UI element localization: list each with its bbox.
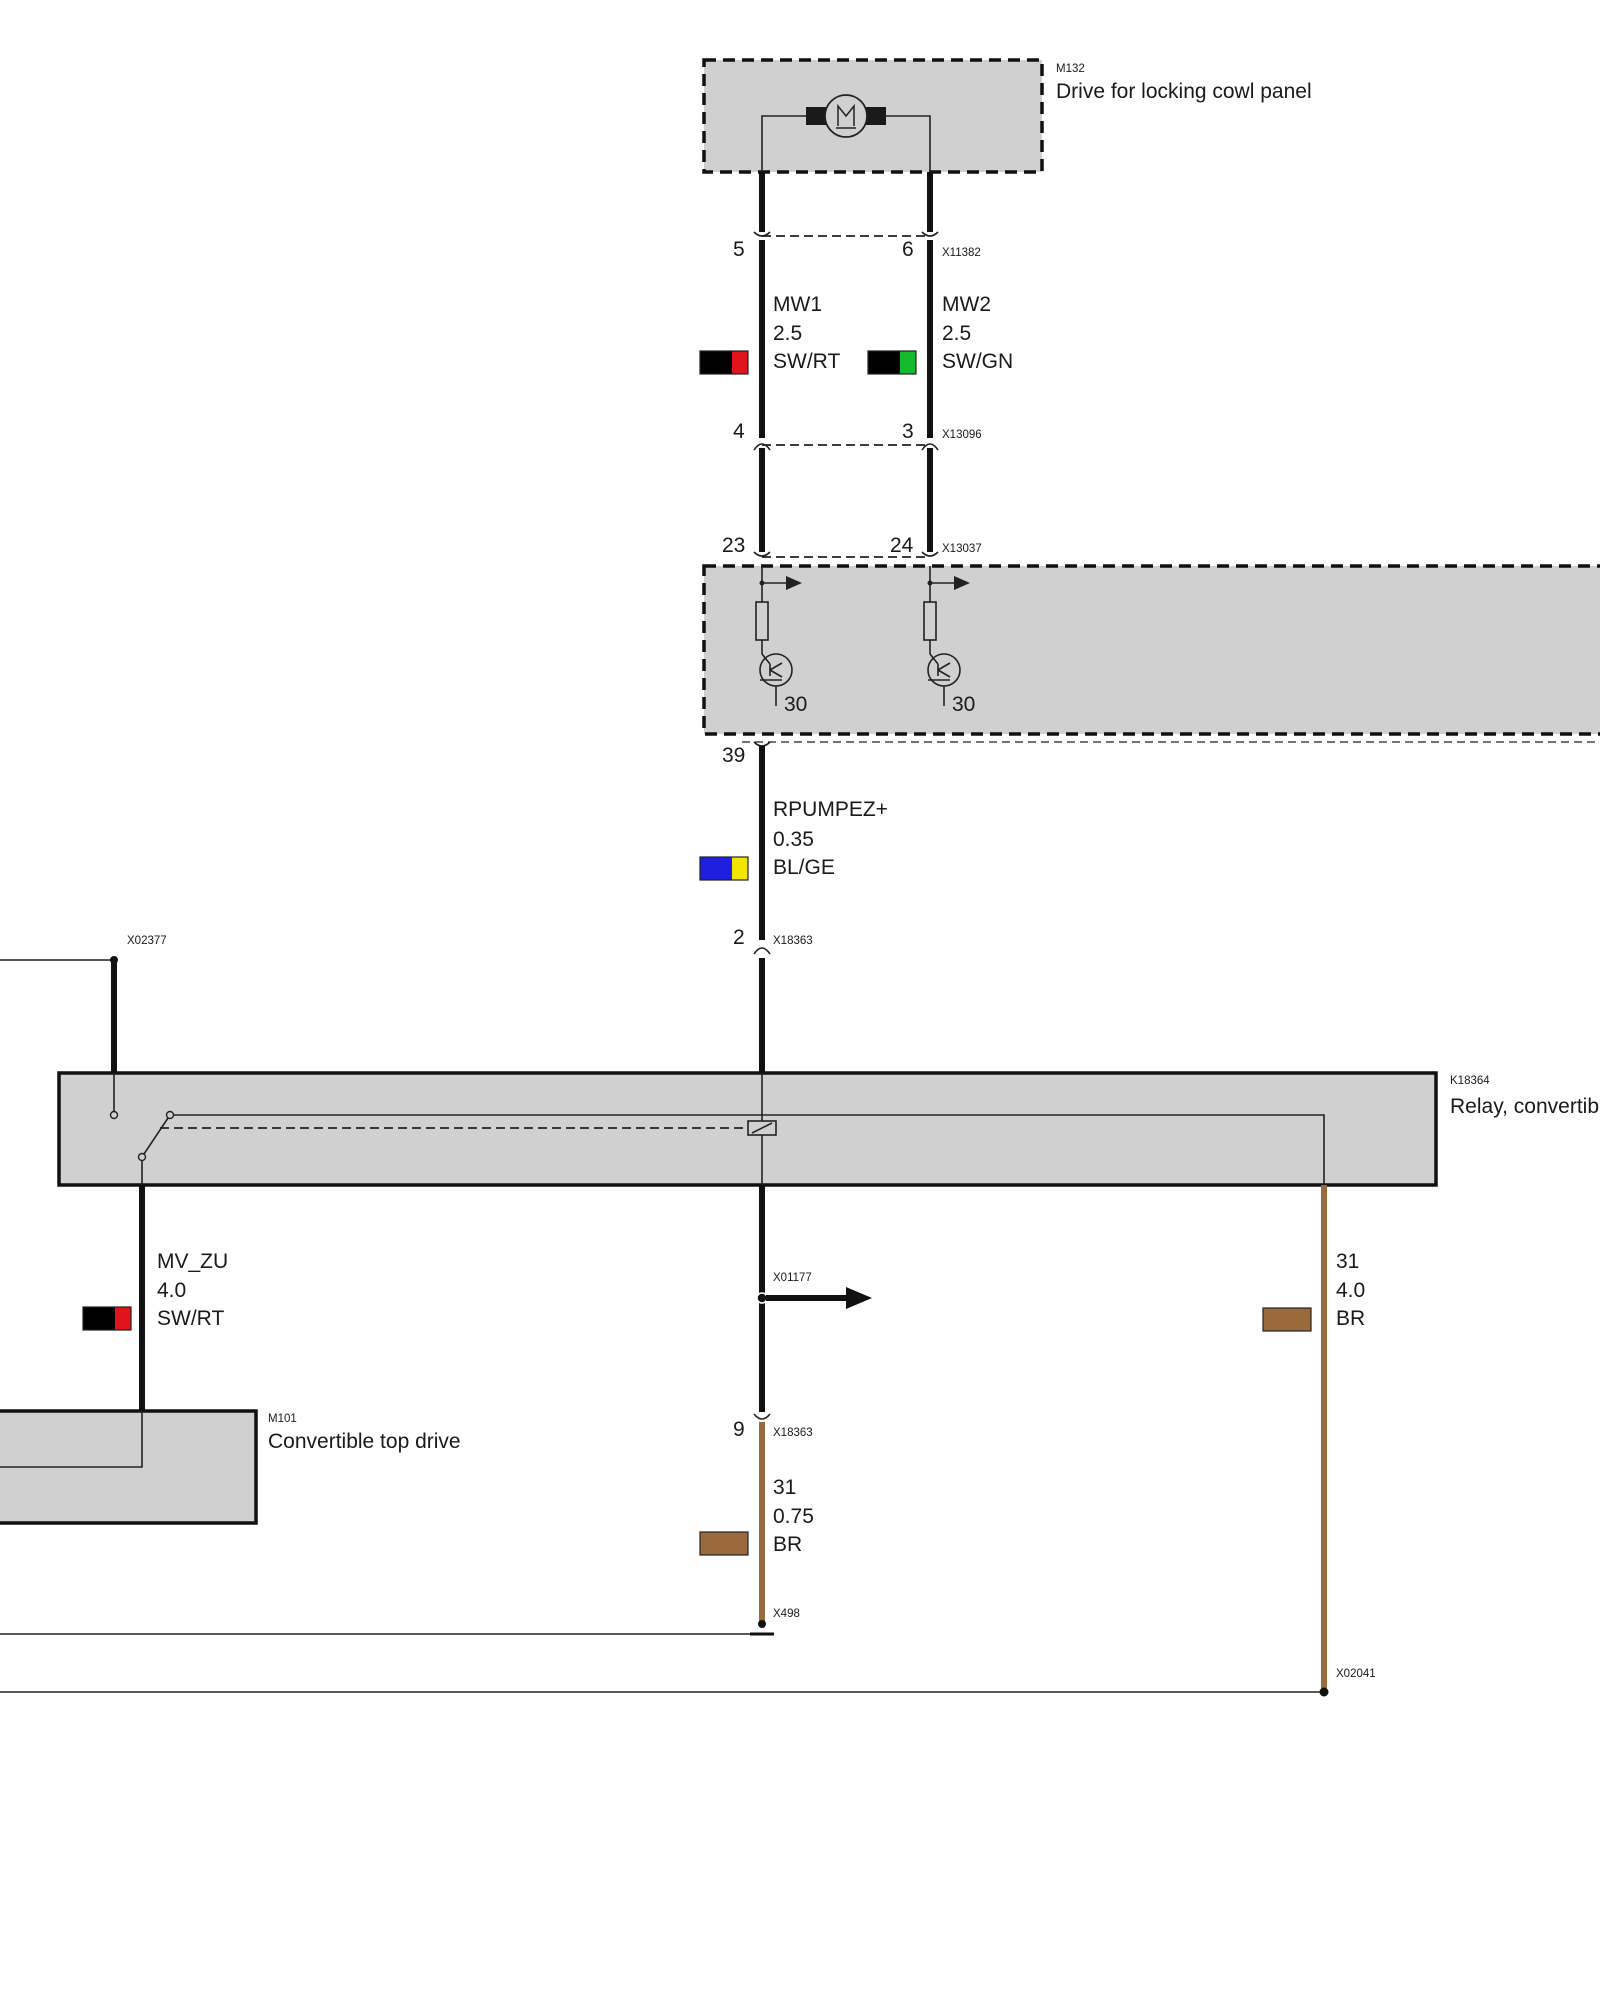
- x01177-id: X01177: [773, 1272, 812, 1284]
- relay-coil-icon: [747, 1073, 777, 1185]
- ecu-terminal-left: 30: [784, 693, 807, 716]
- color-swatch-ground-right: [1262, 1307, 1312, 1332]
- connector-x498[interactable]: [0, 1620, 774, 1636]
- connector-x02041[interactable]: [0, 1687, 1329, 1697]
- control-unit[interactable]: [702, 564, 1600, 743]
- connector-x01177[interactable]: [756, 1287, 872, 1309]
- x02377-id: X02377: [127, 935, 167, 947]
- x11382-id: X11382: [942, 247, 981, 259]
- motor-icon: [806, 94, 886, 138]
- ground-mid-gauge: 0.75: [773, 1505, 814, 1528]
- m101-id: M101: [268, 1413, 297, 1425]
- output-stage-right: [923, 566, 970, 706]
- ecu-pin-39-label: 39: [722, 744, 745, 767]
- color-swatch-ground-mid: [699, 1531, 749, 1556]
- color-swatch-mv-zu: [82, 1306, 132, 1331]
- switch-icon: [109, 1073, 1325, 1185]
- color-swatch-mw1: [699, 350, 749, 375]
- x13096-id: X13096: [942, 429, 982, 441]
- ground-right-gauge: 4.0: [1336, 1279, 1365, 1302]
- x18363-top-id: X18363: [773, 935, 813, 947]
- ecu-terminal-right: 30: [952, 693, 975, 716]
- ground-mid-signal: 31: [773, 1476, 796, 1499]
- resistor-icon: [923, 601, 937, 641]
- k18364-id: K18364: [1450, 1075, 1490, 1087]
- m101-name: Convertible top drive: [268, 1430, 461, 1453]
- connector-x13096[interactable]: [753, 443, 939, 451]
- transistor-icon: [759, 653, 793, 706]
- color-swatch-rpumpez: [699, 856, 749, 881]
- ground-right-signal: 31: [1336, 1250, 1359, 1273]
- x13037-id: X13037: [942, 543, 982, 555]
- mv-zu-color-code: SW/RT: [157, 1307, 224, 1330]
- connector-x18363-pin2[interactable]: [753, 947, 771, 955]
- x11382-pin-left: 5: [733, 238, 745, 261]
- rpumpez-color-code: BL/GE: [773, 856, 835, 879]
- mw1-gauge: 2.5: [773, 322, 802, 345]
- mw2-color-code: SW/GN: [942, 350, 1013, 373]
- mw1-color-code: SW/RT: [773, 350, 840, 373]
- x18363-top-pin: 2: [733, 926, 745, 949]
- x13037-pin-left: 23: [722, 534, 745, 557]
- x18363-bottom-id: X18363: [773, 1427, 813, 1439]
- control-unit-housing: [702, 564, 1600, 736]
- m132-id: M132: [1056, 63, 1085, 75]
- x13096-pin-left: 4: [733, 420, 745, 443]
- x13037-pin-right: 24: [890, 534, 914, 557]
- mw1-signal: MW1: [773, 293, 822, 316]
- arrow-right-icon: [954, 576, 970, 590]
- component-m132[interactable]: [702, 58, 1044, 174]
- connector-x11382[interactable]: [753, 231, 939, 237]
- k18364-name: Relay, convertib: [1450, 1095, 1599, 1118]
- transistor-icon: [927, 653, 961, 706]
- x18363-bottom-pin: 9: [733, 1418, 745, 1441]
- arrow-right-icon: [786, 576, 802, 590]
- resistor-icon: [755, 601, 769, 641]
- mw2-signal: MW2: [942, 293, 991, 316]
- component-k18364[interactable]: [57, 1071, 1438, 1187]
- arrow-right-icon: [846, 1287, 872, 1309]
- connector-x18363-pin9[interactable]: [753, 1413, 771, 1420]
- mw2-gauge: 2.5: [942, 322, 971, 345]
- ground-mid-color-code: BR: [773, 1533, 802, 1556]
- x02041-id: X02041: [1336, 1668, 1376, 1680]
- color-swatch-mw2: [867, 350, 917, 375]
- connector-x02377[interactable]: [0, 956, 118, 1073]
- x11382-pin-right: 6: [902, 238, 914, 261]
- rpumpez-signal: RPUMPEZ+: [773, 798, 888, 821]
- output-stage-left: [755, 566, 802, 706]
- component-m101[interactable]: [0, 1409, 258, 1525]
- rpumpez-gauge: 0.35: [773, 828, 814, 851]
- m132-name: Drive for locking cowl panel: [1056, 80, 1312, 103]
- mv-zu-gauge: 4.0: [157, 1279, 186, 1302]
- x13096-pin-right: 3: [902, 420, 914, 443]
- mv-zu-signal: MV_ZU: [157, 1250, 228, 1273]
- connector-x13037[interactable]: [753, 551, 939, 558]
- ground-right-color-code: BR: [1336, 1307, 1365, 1330]
- x498-id: X498: [773, 1608, 800, 1620]
